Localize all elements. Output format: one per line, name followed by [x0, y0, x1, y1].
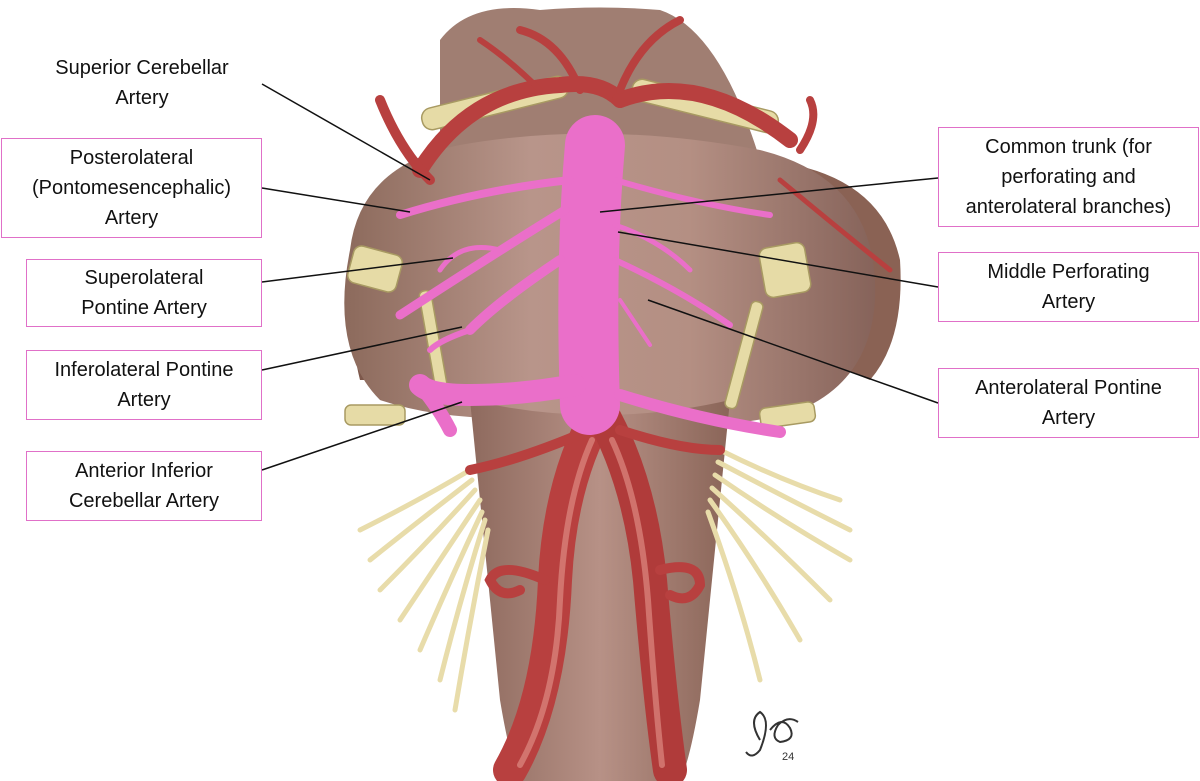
label-line: Superior Cerebellar: [55, 57, 229, 79]
label-line: Pontine Artery: [81, 297, 207, 319]
leader-line-superolateral: [261, 257, 454, 283]
leader-line-posterolateral: [261, 187, 411, 213]
label-middle-perforating-artery: Middle Perforating Artery: [938, 252, 1199, 322]
leader-line-aica: [261, 401, 463, 471]
leader-line-middle-perforating: [617, 231, 939, 288]
label-line: Artery: [115, 87, 169, 109]
label-anterior-inferior-cerebellar-artery: Anterior Inferior Cerebellar Artery: [26, 451, 262, 521]
leader-line-anterolateral: [647, 299, 939, 404]
label-inferolateral-pontine-artery: Inferolateral Pontine Artery: [26, 350, 262, 420]
label-line: Anterolateral Pontine: [975, 377, 1162, 399]
label-anterolateral-pontine-artery: Anterolateral Pontine Artery: [938, 368, 1199, 438]
label-line: Inferolateral Pontine: [54, 359, 234, 381]
leader-line-common-trunk: [599, 177, 939, 213]
leader-line-inferolateral: [261, 326, 463, 371]
nerve-rootlets-right: [705, 447, 853, 683]
artist-signature: [745, 710, 799, 757]
signature-text: 24: [782, 751, 794, 763]
label-superolateral-pontine-artery: Superolateral Pontine Artery: [26, 259, 262, 327]
leader-lines: [261, 83, 939, 471]
highlighted-basilar-system: [395, 115, 786, 438]
label-common-trunk: Common trunk (for perforating and antero…: [938, 127, 1199, 227]
label-line: Artery: [1041, 291, 1096, 313]
top-arteries: [375, 16, 893, 273]
label-superior-cerebellar-artery: Superior Cerebellar Artery: [28, 52, 256, 114]
label-line: Common trunk (for: [985, 136, 1152, 158]
label-line: Artery: [104, 207, 159, 229]
label-line: (Pontomesencephalic): [32, 177, 231, 199]
vertebral-highlights: [517, 437, 665, 768]
label-line: anterolateral branches): [965, 196, 1172, 218]
label-line: Middle Perforating: [987, 261, 1150, 283]
label-line: Anterior Inferior: [75, 460, 213, 482]
label-line: Artery: [117, 389, 171, 411]
nerve-rootlets-left: [357, 467, 491, 713]
label-line: Posterolateral: [69, 147, 194, 169]
label-line: Superolateral: [84, 267, 204, 289]
label-line: perforating and: [1001, 166, 1136, 188]
leader-line-sca: [261, 83, 431, 181]
label-posterolateral-artery: Posterolateral (Pontomesencephalic) Arte…: [1, 138, 262, 238]
pica-branches: [465, 425, 725, 604]
label-line: Artery: [1041, 407, 1096, 429]
label-line: Cerebellar Artery: [68, 490, 220, 512]
